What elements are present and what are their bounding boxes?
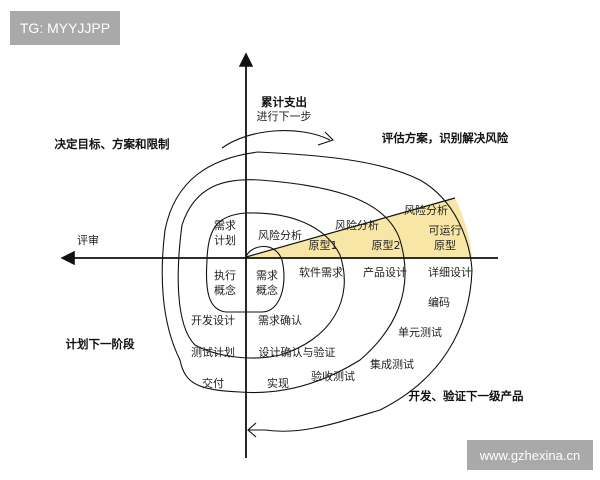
- label-dev-design: 开发设计: [191, 313, 235, 327]
- axis-top-label-2: 进行下一步: [257, 110, 312, 123]
- watermark-top: TG: MYYJJPP: [10, 11, 120, 45]
- label-detail-design: 详细设计: [428, 265, 472, 279]
- label-proto-3-line2: 原型: [434, 238, 456, 252]
- label-integ-test: 集成测试: [370, 357, 414, 371]
- next-step-arrowhead: [317, 131, 335, 146]
- label-design-verify: 设计确认与验证: [259, 345, 336, 359]
- prototype-region: [246, 198, 472, 257]
- label-prod-design: 产品设计: [363, 265, 407, 279]
- label-reqc-2: 概念: [256, 283, 278, 297]
- quadrant-bottom-right: 开发、验证下一级产品: [409, 389, 524, 403]
- prototype-line: [245, 197, 456, 258]
- label-accept-test: 验收测试: [311, 369, 355, 383]
- label-unit-test: 单元测试: [398, 326, 442, 339]
- quadrant-top-left: 决定目标、方案和限制: [55, 137, 170, 151]
- label-req-confirm: 需求确认: [258, 314, 302, 327]
- label-reqc-1: 需求: [256, 269, 278, 282]
- quadrant-bottom-left: 计划下一阶段: [66, 337, 135, 351]
- label-risk-2: 风险分析: [335, 218, 379, 232]
- watermark-bottom: www.gzhexina.cn: [467, 440, 593, 470]
- axis-left-label: 评审: [77, 233, 99, 247]
- spiral-curve: [161, 151, 473, 432]
- label-risk-1: 风险分析: [258, 228, 302, 242]
- quadrant-top-right: 评估方案，识别解决风险: [382, 131, 509, 145]
- label-exec-2: 概念: [214, 283, 236, 297]
- next-step-arrow: [221, 130, 331, 149]
- label-sw-req: 软件需求: [299, 265, 343, 279]
- label-delivery: 交付: [202, 376, 224, 390]
- label-coding: 编码: [428, 295, 450, 309]
- label-req-plan-1: 需求: [214, 219, 236, 232]
- spiral-arrowhead: [247, 422, 257, 438]
- label-proto-1: 原型1: [309, 238, 338, 252]
- label-proto-2: 原型2: [372, 238, 401, 252]
- label-req-plan-2: 计划: [214, 234, 236, 247]
- label-proto-3-line1: 可运行: [429, 224, 462, 237]
- label-impl: 实现: [267, 376, 289, 390]
- label-risk-3: 风险分析: [404, 203, 448, 217]
- label-test-plan: 测试计划: [191, 346, 235, 359]
- axis-top-label-1: 累计支出: [261, 95, 307, 109]
- label-exec-1: 执行: [214, 268, 236, 282]
